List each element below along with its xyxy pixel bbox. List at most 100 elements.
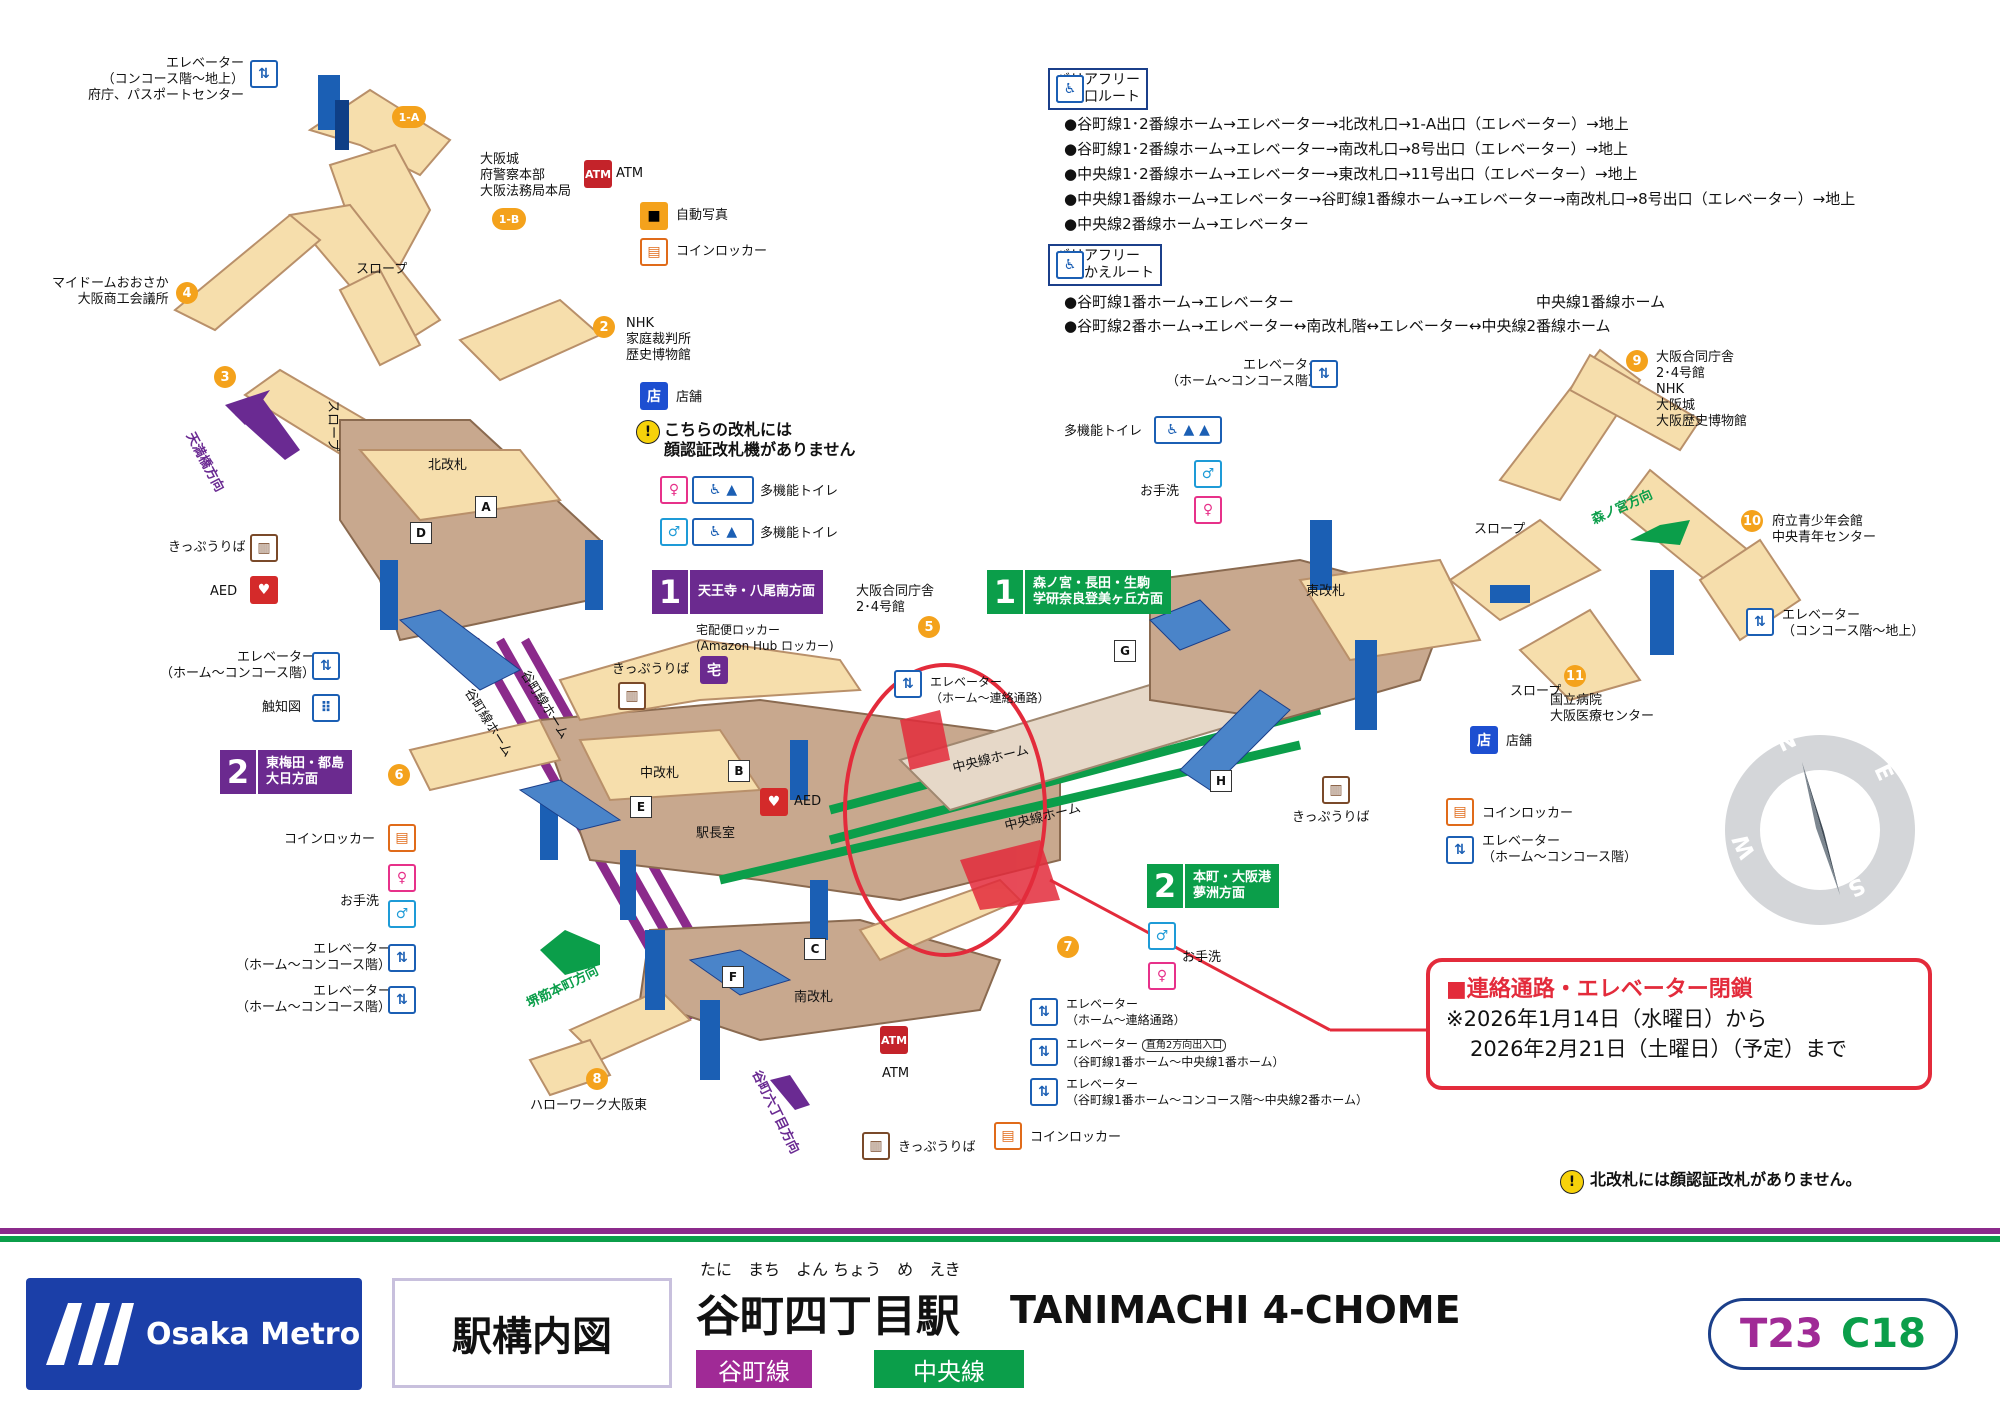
exit-5-dest: 大阪合同庁舎 2･4号館	[856, 584, 934, 616]
elevator-label: エレベーター （谷町線1番ホーム〜コンコース階〜中央線2番ホーム）	[1066, 1076, 1368, 1108]
restroom-male-icon: ♂	[1194, 460, 1222, 488]
locker-label: コインロッカー	[1482, 806, 1574, 821]
tag-text: 東梅田・都島	[266, 756, 345, 771]
restroom-female-icon: ♀	[388, 864, 416, 892]
aed-label: AED	[794, 794, 822, 809]
dest-line: 大阪歴史博物館	[1656, 414, 1748, 429]
elevator-icon: ⇅	[1310, 360, 1338, 388]
tanimachi-platform-2-tag: 2 東梅田・都島大日方面	[220, 750, 353, 794]
exit-2-badge: 2	[593, 316, 615, 338]
code-h: H	[1210, 770, 1232, 792]
north-gate-label: 北改札	[428, 458, 468, 473]
restroom-female-icon: ♀	[660, 476, 688, 504]
restroom-female-icon: ♀	[1194, 496, 1222, 524]
elev-line: （コンコース階〜地上）	[1782, 624, 1925, 639]
elev-line: エレベーター	[312, 984, 391, 999]
code-g: G	[1114, 640, 1136, 662]
exit-8-dest: ハローワーク大阪東	[530, 1098, 648, 1113]
ticket-icon: ▥	[250, 534, 278, 562]
elevator-icon: ⇅	[1030, 1078, 1058, 1106]
face-gate-warning: こちらの改札には 顔認証改札機がありません	[664, 420, 856, 460]
title-box: 駅構内図	[392, 1278, 672, 1388]
compass	[1725, 735, 1915, 925]
exit-2-dest: NHK 家庭裁判所 歴史博物館	[626, 316, 691, 364]
ticket-label: きっぷうりば	[1292, 810, 1370, 825]
dest-line: 大阪商工会議所	[77, 292, 169, 307]
toilet-label: 多機能トイレ	[760, 484, 839, 499]
tag-number: 1	[652, 570, 690, 614]
elevator-icon: ⇅	[1746, 608, 1774, 636]
no-face-gate-note: 北改札には顔認証改札がありません。	[1590, 1170, 1862, 1189]
arrow-sakaisuji	[540, 930, 600, 975]
shop-label: 店舗	[1506, 734, 1533, 749]
exit-11-badge: 11	[1564, 665, 1586, 687]
line-badge-chuo: 中央線	[874, 1350, 1024, 1388]
elevator-label: エレベーター （ホーム〜コンコース階）	[160, 650, 315, 682]
restroom-label: お手洗	[1182, 950, 1222, 965]
photo-label: 自動写真	[676, 208, 729, 223]
wheelchair-icon: ♿	[1056, 251, 1084, 279]
dest-line: 大阪城	[480, 152, 520, 167]
shop-icon: 店	[1470, 726, 1498, 754]
direct-tag: 直角2方向出入口	[1141, 1039, 1227, 1052]
elev-line: （谷町線1番ホーム〜コンコース階〜中央線2番ホーム）	[1066, 1093, 1368, 1107]
dest-line: 大阪医療センター	[1550, 709, 1655, 724]
diagram-title: 駅構内図	[452, 1314, 612, 1360]
station-name-jp: 谷町四丁目駅	[696, 1291, 960, 1342]
exit-4-dest: マイドームおおさか 大阪商工会議所	[52, 276, 169, 308]
exit-10-dest: 府立青少年会館 中央青年センター	[1772, 514, 1876, 546]
toilet-label: 多機能トイレ	[760, 526, 839, 541]
atm-label: ATM	[882, 1066, 910, 1081]
locker-icon: ▤	[1446, 798, 1474, 826]
closure-date-2: 2026年2月21日（土曜日）（予定）まで	[1470, 1037, 1848, 1061]
exit-11-dest: 国立病院 大阪医療センター	[1550, 693, 1654, 725]
osaka-metro-logo: Osaka Metro	[26, 1278, 362, 1390]
restroom-label: お手洗	[1140, 484, 1180, 499]
wheelchair-icon: ♿	[1056, 75, 1084, 103]
closed-area	[900, 710, 1060, 910]
dest-line: 2･4号館	[1656, 366, 1706, 381]
tag-number: 1	[987, 570, 1025, 614]
tag-text: 森ノ宮・長田・生駒	[1033, 576, 1151, 591]
station-name-en: TANIMACHI 4-CHOME	[1010, 1288, 1461, 1332]
exit-1a-dest: エレベーター （コンコース階〜地上） 府庁、パスポートセンター	[88, 56, 244, 104]
locker-label: コインロッカー	[284, 832, 376, 847]
south-gate-label: 南改札	[794, 990, 834, 1005]
elev-line: エレベーター	[1066, 1037, 1139, 1051]
exit-route-2: ●谷町線1･2番線ホーム→エレベーター→南改札口→8号出口（エレベーター）→地上	[1064, 140, 1629, 158]
dest-line: 府警察本部	[480, 168, 546, 183]
warning-line: 顔認証改札機がありません	[664, 440, 856, 459]
elev-line: エレベーター	[1066, 1077, 1139, 1091]
station-office-label: 駅長室	[696, 826, 736, 841]
elev-line: エレベーター	[312, 942, 391, 957]
accessible-toilet-icon: ♿ ▲ ▲	[1154, 416, 1222, 444]
code-e: E	[630, 796, 652, 818]
brand-name: Osaka Metro	[146, 1316, 361, 1352]
middle-gate-label: 中改札	[640, 766, 680, 781]
elev-line: （ホーム〜コンコース階）	[1482, 850, 1637, 865]
closure-title: ■連絡通路・エレベーター閉鎖	[1446, 977, 1753, 1002]
code-d: D	[410, 522, 432, 544]
shop-label: 店舗	[676, 390, 703, 405]
arrow-morinomiya	[1630, 520, 1690, 545]
ticket-icon: ▥	[618, 682, 646, 710]
atm-icon: ATM	[584, 160, 612, 188]
tactile-map-icon: ⠿	[312, 694, 340, 722]
elevator-icon: ⇅	[1030, 998, 1058, 1026]
elevator-label: エレベーター （ホーム〜連絡通路）	[930, 674, 1050, 706]
delivery-label: 宅配便ロッカー (Amazon Hub ロッカー)	[696, 622, 834, 654]
tag-text: 天王寺・八尾南方面	[698, 584, 816, 599]
locker-label: コインロッカー	[676, 244, 768, 259]
elevator-icon: ⇅	[1030, 1038, 1058, 1066]
elev-line: エレベーター	[1066, 997, 1139, 1011]
elev-line: エレベーター	[1242, 358, 1321, 373]
tag-text: 大日方面	[266, 772, 319, 787]
slope-label: スロープ	[1510, 684, 1562, 699]
restroom-label: お手洗	[340, 894, 380, 909]
elev-line: （ホーム〜連絡通路）	[1066, 1013, 1186, 1027]
exit-route-1: ●谷町線1･2番線ホーム→エレベーター→北改札口→1-A出口（エレベーター）→地…	[1064, 115, 1629, 133]
restroom-male-icon: ♂	[388, 900, 416, 928]
accessible-toilet-icon: ♿ ▲	[692, 476, 754, 504]
toilet-label: 多機能トイレ	[1064, 424, 1143, 439]
tag-number: 2	[220, 750, 258, 794]
